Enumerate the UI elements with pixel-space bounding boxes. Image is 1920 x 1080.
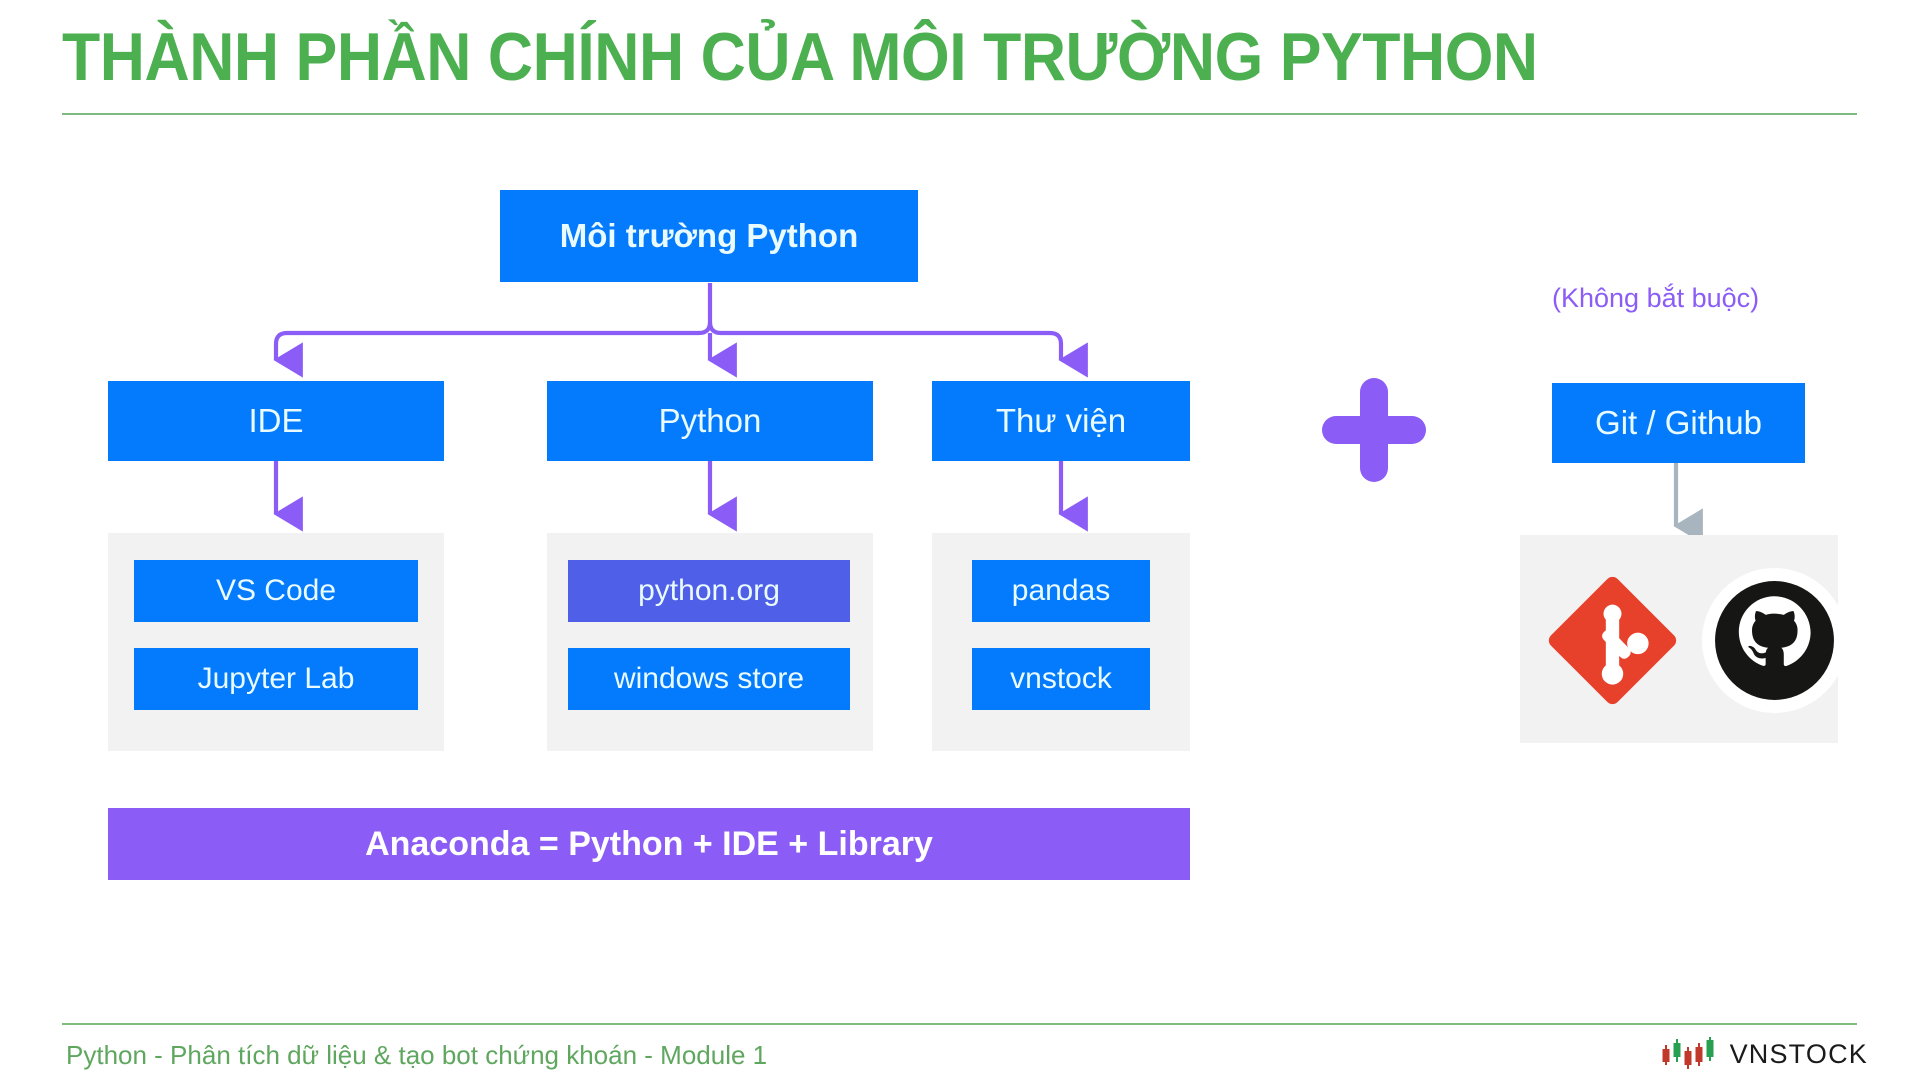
plus-icon: [1322, 378, 1426, 482]
vnstock-candlestick-icon: [1662, 1037, 1714, 1069]
footer-divider: [62, 1023, 1857, 1025]
leaf-windows-store[interactable]: windows store: [568, 648, 850, 710]
node-python[interactable]: Python: [547, 381, 873, 461]
banner-anaconda[interactable]: Anaconda = Python + IDE + Library: [108, 808, 1190, 880]
leaf-vs-code[interactable]: VS Code: [134, 560, 418, 622]
optional-note: (Không bắt buộc): [1552, 283, 1760, 313]
node-ide-label: IDE: [248, 402, 304, 439]
node-root[interactable]: Môi trường Python: [500, 190, 918, 282]
node-git-github-label: Git / Github: [1595, 404, 1762, 441]
leaf-vnstock[interactable]: vnstock: [972, 648, 1150, 710]
leaf-vs-code-label: VS Code: [215, 574, 337, 607]
leaf-pandas[interactable]: pandas: [972, 560, 1150, 622]
git-logo: [1540, 568, 1685, 713]
node-git-github[interactable]: Git / Github: [1552, 383, 1805, 463]
node-python-label: Python: [658, 402, 762, 439]
leaf-python-org[interactable]: python.org: [568, 560, 850, 622]
brand-logo: VNSTOCK: [1661, 1036, 1868, 1072]
banner-anaconda-label: Anaconda = Python + IDE + Library: [365, 824, 933, 863]
leaf-jupyter-lab-label: Jupyter Lab: [197, 662, 355, 695]
page-title: THÀNH PHẦN CHÍNH CỦA MÔI TRƯỜNG PYTHON: [62, 19, 1538, 95]
leaf-pandas-label: pandas: [1011, 574, 1111, 607]
node-thu-vien-label: Thư viện: [995, 402, 1127, 439]
github-logo: [1702, 568, 1847, 713]
leaf-python-org-label: python.org: [638, 574, 780, 607]
node-ide[interactable]: IDE: [108, 381, 444, 461]
node-root-label: Môi trường Python: [559, 217, 859, 254]
leaf-windows-store-label: windows store: [613, 662, 805, 695]
leaf-jupyter-lab[interactable]: Jupyter Lab: [134, 648, 418, 710]
node-thu-vien[interactable]: Thư viện: [932, 381, 1190, 461]
leaf-vnstock-label: vnstock: [1010, 662, 1112, 695]
brand-name: VNSTOCK: [1729, 1038, 1868, 1069]
footer-caption: Python - Phân tích dữ liệu & tạo bot chứ…: [66, 1040, 768, 1070]
title-divider: [62, 113, 1857, 115]
